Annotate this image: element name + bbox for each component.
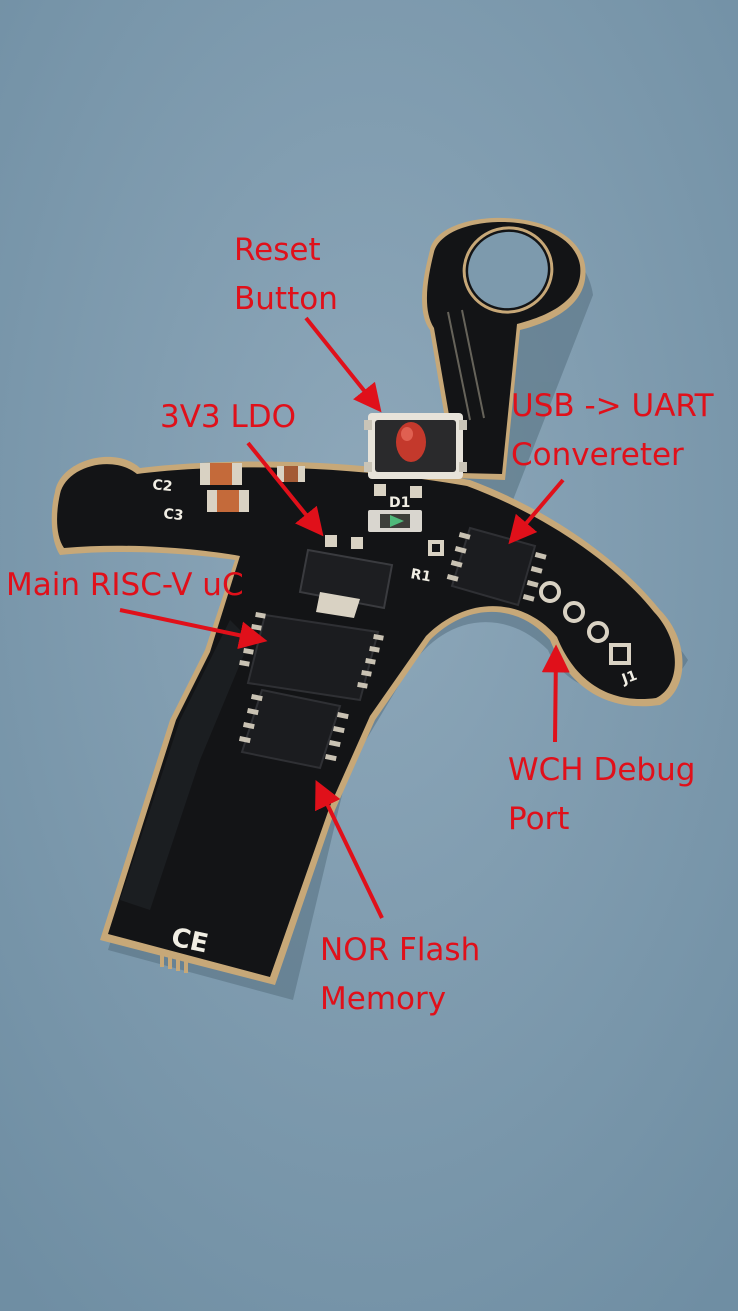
ldo-regulator — [298, 535, 394, 618]
callout-reset-line-2: Button — [234, 281, 338, 317]
callout-reset-button: Reset Button — [234, 226, 338, 324]
callout-reset-line-1: Reset — [234, 232, 321, 268]
arrow-debug — [541, 644, 570, 743]
arrow-flash — [315, 779, 384, 919]
callout-flash-line-1: NOR Flash — [320, 932, 481, 968]
keyring-hole — [468, 231, 548, 309]
arrow-ldo — [246, 441, 324, 537]
callout-usb-line-1: USB -> UART — [511, 388, 714, 424]
callout-ldo: 3V3 LDO — [160, 393, 296, 442]
strap-silk-lines — [447, 309, 485, 421]
led-d1 — [368, 484, 444, 556]
capacitors-c2-c3 — [200, 463, 305, 512]
pcb-board: C2 C3 D1 R1 — [51, 217, 683, 985]
callout-main-mcu: Main RISC-V uC — [6, 561, 244, 610]
silk-c2: C2 — [152, 477, 174, 495]
callout-debug-line-2: Port — [508, 801, 570, 837]
edge-fingers — [160, 953, 188, 973]
silk-j1: J1 — [619, 668, 639, 688]
callout-arrows — [119, 316, 570, 919]
debug-port-header — [539, 581, 631, 665]
callout-debug-port: WCH Debug Port — [508, 746, 695, 844]
callout-flash-line-2: Memory — [320, 981, 447, 1017]
callout-ldo-line-1: 3V3 LDO — [160, 399, 297, 435]
usb-uart-chip — [446, 526, 547, 607]
reset-button[interactable] — [364, 413, 467, 479]
callout-mcu-line-1: Main RISC-V uC — [6, 567, 244, 603]
arrow-usb — [508, 478, 565, 545]
callout-usb-uart: USB -> UART Convereter — [511, 382, 714, 480]
silk-d1: D1 — [389, 495, 410, 511]
callout-debug-line-1: WCH Debug — [508, 752, 696, 788]
silk-r1: R1 — [409, 566, 432, 585]
callout-nor-flash: NOR Flash Memory — [320, 926, 480, 1024]
ce-mark: CE — [169, 923, 211, 960]
arrow-reset — [304, 316, 382, 413]
silk-c3: C3 — [163, 506, 185, 524]
callout-usb-line-2: Convereter — [511, 437, 684, 473]
arrow-mcu — [119, 608, 268, 650]
nor-flash-chip — [238, 688, 349, 770]
